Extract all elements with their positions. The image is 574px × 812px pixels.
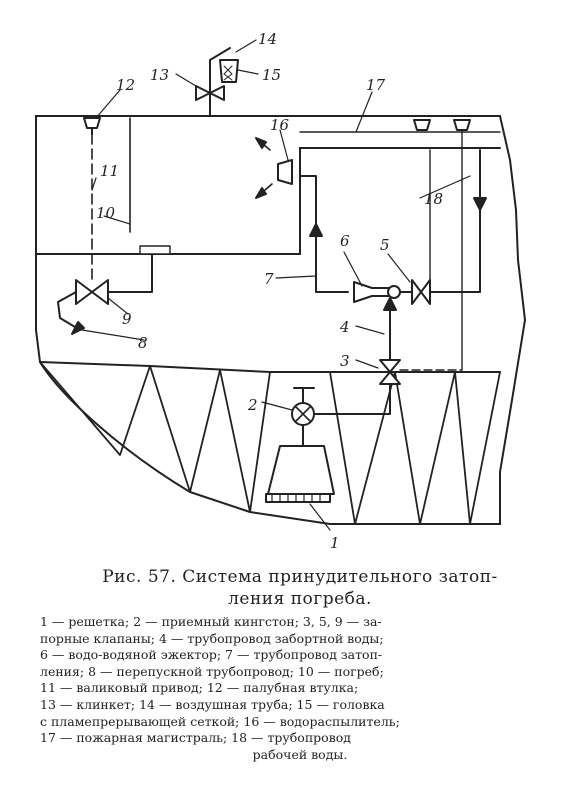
- legend-line: ления; 8 — перепускной трубопровод; 10 —…: [40, 663, 384, 679]
- flooding-system-diagram: 1 2 3 4 5 6 7 8 9 10 11 12 13 14 15 16 1…: [35, 30, 526, 552]
- callout-1: 1: [330, 534, 340, 552]
- callout-11: 11: [100, 162, 119, 180]
- legend-line: рабочей воды.: [252, 746, 348, 762]
- fire-main: [299, 131, 501, 149]
- legend-line: 1 — решетка; 2 — приемный кингстон; 3, 5…: [40, 614, 382, 629]
- sprayer: [255, 137, 293, 199]
- callout-10: 10: [96, 204, 116, 222]
- callout-16: 16: [270, 116, 290, 134]
- callout-2: 2: [247, 396, 258, 414]
- ejector-and-flooding-pipe: [299, 149, 487, 305]
- figure-title-line-2: ления погреба.: [228, 589, 372, 609]
- leader-lines: [81, 39, 471, 531]
- callout-14: 14: [258, 30, 277, 48]
- callout-12: 12: [116, 76, 135, 94]
- callout-5: 5: [380, 236, 390, 254]
- callout-17: 17: [366, 76, 386, 94]
- callout-13: 13: [150, 66, 169, 84]
- callout-8: 8: [138, 334, 148, 352]
- legend-line: 13 — клинкет; 14 — воздушная труба; 15 —…: [40, 696, 385, 712]
- callout-4: 4: [339, 318, 350, 336]
- legend-line: порные клапаны; 4 — трубопровод забортно…: [40, 630, 384, 646]
- callout-labels: 1 2 3 4 5 6 7 8 9 10 11 12 13 14 15 16 1…: [96, 30, 443, 552]
- bypass-line: [57, 133, 171, 335]
- figure-title: Рис. 57. Система принудительного затоп- …: [40, 566, 560, 610]
- legend-line: с пламепрерывающей сеткой; 16 — водорасп…: [40, 713, 400, 729]
- callout-3: 3: [340, 352, 350, 370]
- figure-title-line-1: Рис. 57. Система принудительного затоп-: [102, 567, 498, 587]
- kingston: [265, 445, 335, 503]
- truss-structure: [39, 361, 501, 525]
- air-pipe: [195, 47, 239, 117]
- callout-7: 7: [264, 270, 274, 288]
- legend-line: 11 — валиковый привод; 12 — палубная вту…: [40, 680, 359, 696]
- seawater-line: [291, 297, 401, 447]
- callout-6: 6: [340, 232, 350, 250]
- callout-18: 18: [424, 190, 443, 208]
- callout-15: 15: [262, 66, 281, 84]
- legend-line: 6 — водо-водяной эжектор; 7 — трубопрово…: [40, 647, 383, 663]
- legend-line: 17 — пожарная магистраль; 18 — трубопров…: [40, 730, 351, 746]
- figure-legend: 1 — решетка; 2 — приемный кингстон; 3, 5…: [40, 614, 560, 763]
- deck-bushings: [83, 117, 471, 371]
- callout-9: 9: [122, 310, 132, 328]
- magazine-compartment: [129, 117, 301, 255]
